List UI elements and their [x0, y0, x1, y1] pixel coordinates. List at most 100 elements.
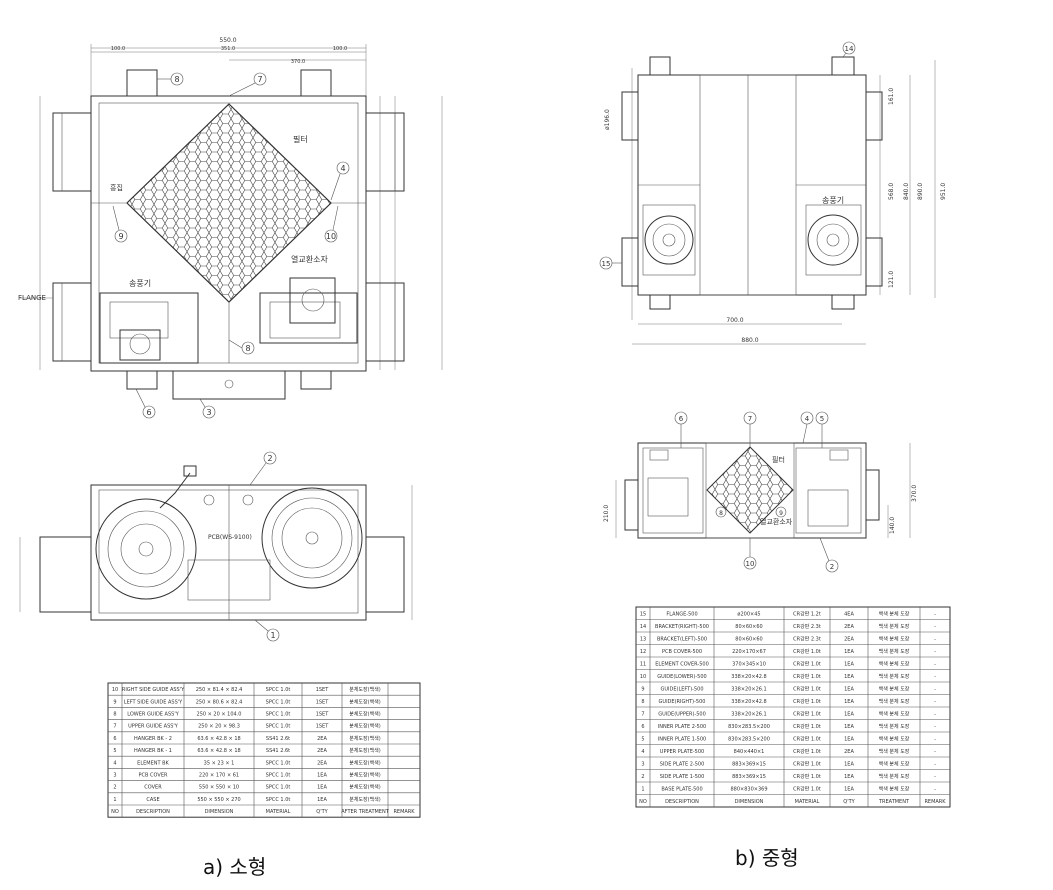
small-table-cell: SS41 2.6t — [266, 748, 290, 754]
small-table-cell: 10 — [112, 687, 118, 693]
small-table-cell: 분체도장(백색) — [349, 759, 381, 766]
small-table-cell: 9 — [113, 699, 116, 705]
medium-table-cell: 6 — [641, 724, 644, 730]
medium-table-header-cell: Q'TY — [843, 799, 855, 805]
medium-table-cell: 8 — [641, 699, 644, 705]
small-table-header-cell: Q'TY — [316, 809, 328, 815]
small-table-cell: 분체도장(백색) — [349, 723, 381, 730]
svg-text:15: 15 — [602, 260, 611, 268]
svg-text:ø196.0: ø196.0 — [604, 109, 611, 130]
medium-table-cell: 4EA — [844, 611, 854, 617]
medium-table-cell: 880×830×369 — [730, 786, 767, 792]
dim-medium-880: 880.0 — [741, 337, 758, 344]
medium-table-cell: 백색 분체 도장 — [879, 685, 910, 692]
small-table-cell: 분체도장(백색) — [349, 711, 381, 718]
svg-text:370.0: 370.0 — [911, 485, 918, 502]
label-flange: FLANGE — [18, 294, 46, 302]
medium-table-cell: 2EA — [844, 749, 854, 755]
small-table-cell: UPPER GUIDE ASS'Y — [128, 724, 179, 730]
medium-table-cell: 1EA — [844, 761, 854, 767]
small-table-cell: 분체도장(백색) — [349, 698, 381, 705]
small-table-cell: 분체도장(백색) — [349, 772, 381, 779]
small-table-cell: SPCC 1.0t — [266, 760, 291, 766]
medium-table-cell: 338×20×42.8 — [731, 699, 766, 705]
svg-text:8: 8 — [245, 344, 250, 353]
svg-text:7: 7 — [748, 415, 752, 423]
medium-table-cell: - — [934, 686, 936, 692]
medium-table-header-cell: TREATMENT — [878, 799, 910, 805]
dim-medium-700: 700.0 — [726, 317, 743, 324]
medium-table-cell: GUIDE(LOWER)-500 — [657, 674, 706, 680]
medium-table-cell: GUIDE(LEFT)-500 — [660, 686, 703, 692]
small-table-cell: SPCC 1.0t — [266, 724, 291, 730]
medium-table-cell: 338×20×26.1 — [731, 686, 766, 692]
medium-table-cell: SIDE PLATE 1-500 — [660, 774, 705, 780]
callout-medium-5: 5 — [815, 411, 829, 448]
medium-table-cell: 338×20×26.1 — [731, 711, 766, 717]
medium-table-cell: 백색 분체 도장 — [879, 785, 910, 792]
label-filter: 필터 — [293, 134, 308, 144]
medium-table-cell: - — [934, 699, 936, 705]
medium-table-cell: FLANGE-500 — [666, 611, 697, 617]
small-table-cell: PCB COVER — [139, 773, 168, 779]
svg-text:9: 9 — [779, 510, 783, 517]
label-hx: 열교환소자 — [291, 254, 328, 264]
medium-table-cell: 3 — [641, 761, 644, 767]
small-table-cell: SPCC 1.0t — [266, 699, 291, 705]
svg-text:140.0: 140.0 — [889, 517, 896, 534]
medium-table-cell: 5 — [641, 736, 644, 742]
svg-text:6: 6 — [146, 408, 151, 417]
medium-table-cell: 1EA — [844, 661, 854, 667]
caption-small: a) 소형 — [203, 855, 267, 879]
small-table-cell: LEFT SIDE GUIDE ASS'Y — [124, 699, 183, 705]
svg-text:370.0: 370.0 — [291, 59, 305, 65]
medium-table-cell: INNER PLATE 2-500 — [658, 724, 706, 730]
medium-table-cell: - — [934, 711, 936, 717]
small-table-cell: CASE — [146, 797, 159, 803]
callout-small-4: 4 — [330, 161, 350, 201]
svg-text:9: 9 — [118, 232, 123, 241]
small-front-view: PCB(WS-9100) 2 1 — [19, 451, 413, 642]
small-table-cell: 분체도장(백색) — [349, 735, 381, 742]
medium-table-cell: - — [934, 786, 936, 792]
label-pcb: PCB(WS-9100) — [208, 534, 252, 541]
medium-table-cell: 백색 분체 도장 — [879, 698, 910, 705]
small-table-cell: 2EA — [317, 736, 327, 742]
callout-medium-4: 4 — [800, 411, 814, 444]
medium-table-cell: BRACKET(LEFT)-500 — [657, 636, 707, 642]
small-table-cell: SPCC 1.0t — [266, 712, 291, 718]
small-table-cell: 250 × 20 × 104.0 — [197, 712, 242, 718]
medium-table-cell: 백색 분체 도장 — [879, 635, 910, 642]
svg-text:840.0: 840.0 — [903, 183, 910, 200]
small-table-cell: 7 — [113, 724, 116, 730]
small-table-frame — [107, 682, 421, 818]
medium-table-header-cell: REMARK — [924, 799, 946, 805]
medium-table-cell: 14 — [640, 624, 646, 630]
medium-table-cell: 9 — [641, 686, 644, 692]
medium-table-cell: CR강판 1.0t — [793, 660, 821, 667]
medium-table-cell: UPPER PLATE-500 — [660, 749, 704, 755]
svg-text:951.0: 951.0 — [940, 183, 947, 200]
small-table-cell: 분체도장(백색) — [349, 784, 381, 791]
svg-text:100.0: 100.0 — [333, 46, 347, 52]
medium-table-cell: 1EA — [844, 774, 854, 780]
medium-table-header-cell: DIMENSION — [735, 799, 764, 805]
medium-table-cell: 7 — [641, 711, 644, 717]
medium-table-cell: CR강판 2.3t — [793, 635, 821, 642]
medium-table-cell: 백색 분체 도장 — [879, 760, 910, 767]
small-table-cell: 분체도장(백색) — [349, 747, 381, 754]
small-table-cell: ELEMENT BK — [137, 760, 169, 766]
medium-table-cell: CR강판 1.0t — [793, 673, 821, 680]
small-table-cell: SPCC 1.0t — [266, 797, 291, 803]
small-table-cell: 4 — [113, 760, 116, 766]
svg-text:14: 14 — [845, 45, 854, 53]
medium-table-cell: 883×369×15 — [732, 761, 766, 767]
medium-table-cell: CR강판 1.0t — [793, 760, 821, 767]
medium-table-cell: 80×60×60 — [735, 636, 762, 642]
medium-table-cell: INNER PLATE 1-500 — [658, 736, 706, 742]
small-table-header-cell: MATERIAL — [266, 809, 291, 815]
medium-table-cell: 1EA — [844, 674, 854, 680]
callout-small-8a: 8 — [157, 72, 184, 86]
small-table-cell: 6 — [113, 736, 116, 742]
medium-table-cell: 백색 분체 도장 — [879, 660, 910, 667]
